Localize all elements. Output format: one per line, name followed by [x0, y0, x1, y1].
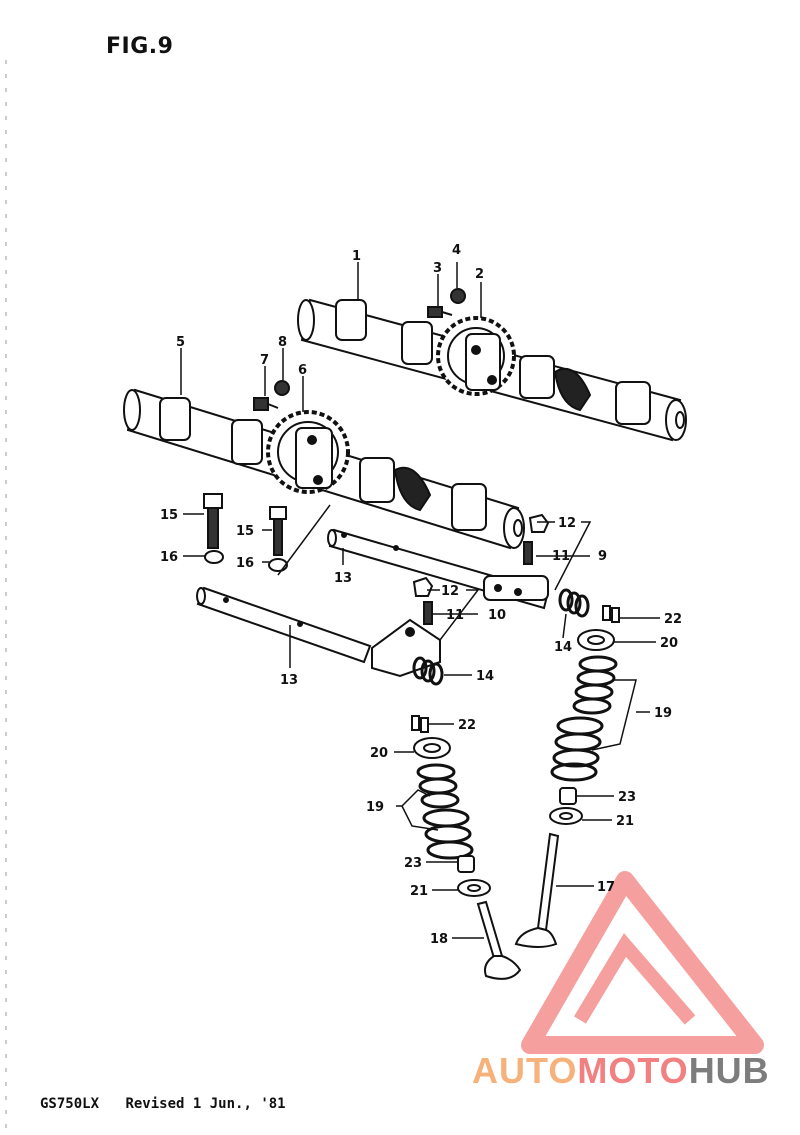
watermark-logo — [521, 871, 764, 1054]
callout-13-upper: 13 — [334, 571, 352, 586]
callout-23-right: 23 — [618, 790, 636, 805]
bolt-7 — [253, 397, 279, 411]
rocker-shaft-lower — [196, 586, 372, 664]
callout-21-left: 21 — [410, 884, 428, 899]
seat-21-right — [549, 807, 583, 825]
callout-12-lower: 12 — [441, 584, 459, 599]
adjuster-11-lower — [423, 601, 433, 625]
callout-14-lower: 14 — [476, 669, 494, 684]
cotter-22-right — [602, 605, 620, 623]
watermark-text: AUTOMOTOHUB — [472, 1050, 770, 1092]
callout-7: 7 — [260, 353, 269, 368]
footer-revision: Revised 1 Jun., '81 — [125, 1096, 286, 1112]
valve-18 — [476, 900, 522, 980]
callout-16-left: 16 — [160, 550, 178, 565]
spring-14-lower — [412, 656, 444, 686]
callout-13-lower: 13 — [280, 673, 298, 688]
callout-2: 2 — [475, 267, 484, 282]
callout-4: 4 — [452, 243, 461, 258]
spring-19-right — [550, 655, 618, 782]
footer-model: GS750LX — [40, 1096, 100, 1112]
adjuster-11-upper — [523, 541, 533, 565]
rocker-arm-9 — [483, 575, 549, 601]
seal-23-left — [457, 855, 475, 873]
callout-6: 6 — [298, 363, 307, 378]
callout-10: 10 — [488, 608, 506, 623]
washer-4 — [450, 288, 466, 304]
callout-1: 1 — [352, 249, 361, 264]
cotter-22-left — [411, 715, 429, 733]
washer-16-left — [204, 550, 224, 564]
spring-14-upper — [558, 588, 590, 618]
callout-5: 5 — [176, 335, 185, 350]
callout-23-left: 23 — [404, 856, 422, 871]
camshaft-intake — [123, 388, 525, 550]
bolt-15-left — [203, 493, 223, 549]
guide-line — [277, 504, 331, 576]
seat-21-left — [457, 879, 491, 897]
callout-19-left: 19 — [366, 800, 384, 815]
callout-22-right: 22 — [664, 612, 682, 627]
callout-20-left: 20 — [370, 746, 388, 761]
leader-lines — [180, 262, 660, 939]
watermark-auto: AUTO — [472, 1050, 578, 1091]
camshaft-exhaust — [297, 298, 687, 442]
footer: GS750LX Revised 1 Jun., '81 — [40, 1096, 304, 1112]
callout-11-upper: 11 — [552, 549, 570, 564]
callout-17: 17 — [597, 880, 615, 895]
figure-title: FIG.9 — [106, 34, 174, 59]
callout-12-upper: 12 — [558, 516, 576, 531]
seal-23-right — [559, 787, 577, 805]
callout-15-left: 15 — [160, 508, 178, 523]
callout-22-left: 22 — [458, 718, 476, 733]
washer-16-right — [268, 558, 288, 572]
valve-17 — [514, 832, 560, 948]
callout-14-upper: 14 — [554, 640, 572, 655]
callout-15-right: 15 — [236, 524, 254, 539]
rocker-arm-10 — [371, 618, 441, 678]
bolt-3 — [427, 306, 453, 318]
washer-8 — [274, 380, 290, 396]
callout-labels: 1 2 3 4 5 6 7 8 9 10 11 11 12 12 13 13 1… — [160, 243, 682, 947]
retainer-20-left — [413, 737, 451, 759]
callout-9: 9 — [598, 549, 607, 564]
watermark-hub: HUB — [688, 1050, 770, 1091]
callout-18: 18 — [430, 932, 448, 947]
watermark-moto: MOTO — [577, 1050, 689, 1091]
callout-16-right: 16 — [236, 556, 254, 571]
callout-21-right: 21 — [616, 814, 634, 829]
callout-3: 3 — [433, 261, 442, 276]
nut-12-upper — [528, 513, 550, 533]
callout-20-right: 20 — [660, 636, 678, 651]
callout-19-right: 19 — [654, 706, 672, 721]
bolt-15-right — [269, 506, 287, 556]
retainer-20-right — [577, 629, 615, 651]
callout-8: 8 — [278, 335, 287, 350]
nut-12-lower — [412, 576, 434, 597]
spring-19-left — [416, 763, 474, 860]
callout-11-lower: 11 — [446, 608, 464, 623]
